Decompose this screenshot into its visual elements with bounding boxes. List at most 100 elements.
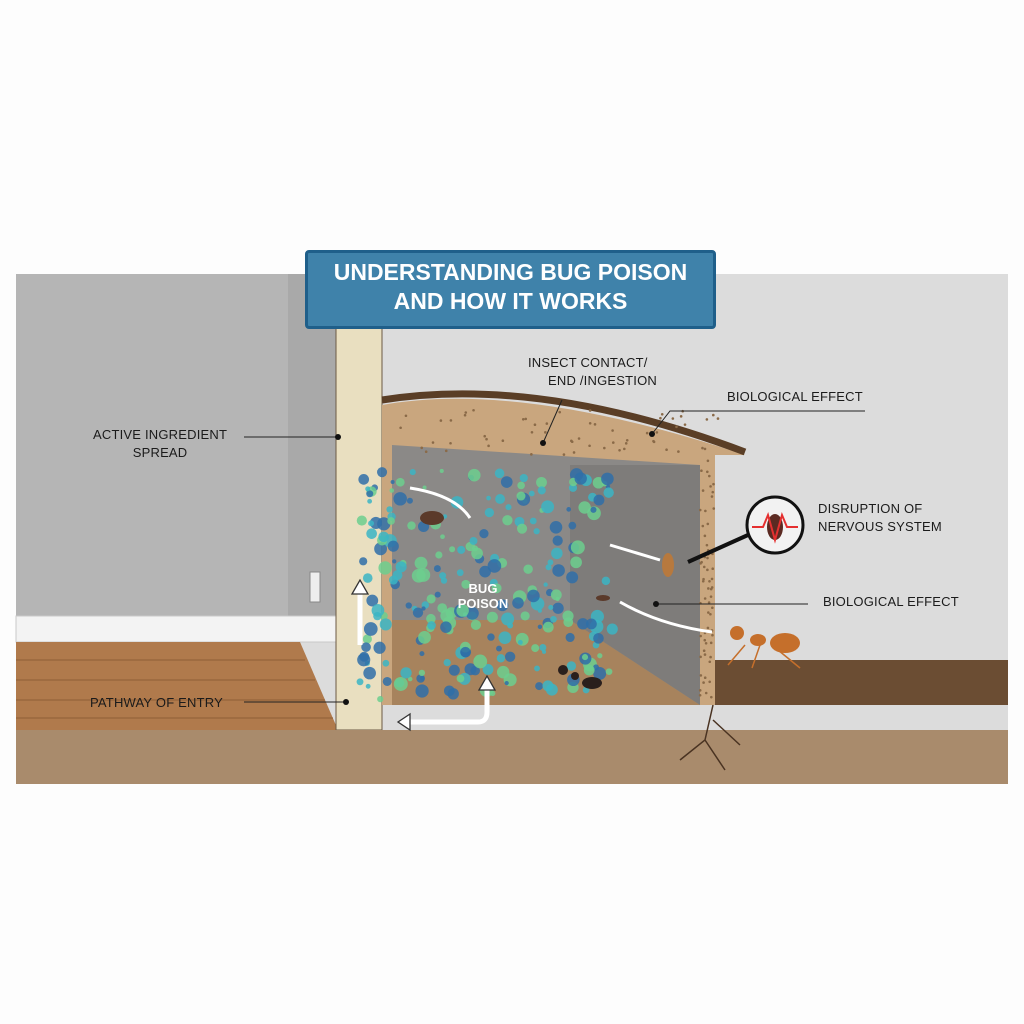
speckle — [665, 448, 668, 451]
speckle — [716, 417, 720, 420]
poison-particle — [551, 547, 563, 560]
poison-particle — [421, 606, 426, 611]
speckle — [703, 638, 707, 642]
label-line: DISRUPTION OF — [818, 501, 923, 516]
speckle — [652, 440, 656, 444]
speckle — [710, 586, 714, 589]
speckle — [483, 434, 487, 438]
speckle — [703, 597, 707, 600]
poison-particle — [378, 531, 389, 543]
speckle — [404, 414, 408, 418]
speckle — [711, 633, 714, 637]
poison-particle — [366, 528, 377, 539]
speckle — [562, 453, 566, 456]
speckle — [603, 446, 606, 450]
poison-particle — [552, 602, 564, 614]
poison-particle — [363, 622, 378, 636]
poison-particle — [414, 556, 428, 570]
title-line-1: UNDERSTANDING BUG POISON — [333, 259, 688, 285]
speckle — [487, 444, 490, 448]
poison-particle — [541, 649, 547, 654]
poison-particle — [426, 613, 436, 624]
speckle — [671, 417, 675, 420]
poison-particle — [449, 546, 456, 553]
speckle — [708, 579, 711, 583]
poison-particle — [378, 561, 392, 575]
poison-particle — [368, 520, 375, 527]
speckle — [706, 459, 710, 463]
poison-particle — [507, 622, 514, 629]
insects — [420, 511, 801, 689]
poison-particle — [374, 542, 388, 556]
poison-particle — [541, 500, 555, 514]
poison-particle — [601, 472, 614, 486]
speckle — [703, 676, 707, 680]
poison-particle — [486, 611, 498, 623]
poison-particle — [566, 661, 577, 671]
poison-particle — [536, 476, 547, 488]
poison-particle — [440, 534, 445, 540]
label-line: INSECT CONTACT/ — [528, 355, 648, 370]
poison-particle — [365, 683, 371, 689]
poison-particle — [469, 537, 478, 545]
poison-particle — [533, 528, 540, 535]
poison-particle — [583, 664, 595, 676]
poison-particle — [517, 481, 525, 490]
poison-particle — [373, 641, 386, 654]
poison-particle — [549, 521, 563, 534]
poison-particle — [537, 486, 546, 495]
arrow-to-insect — [609, 543, 661, 562]
speckle — [711, 567, 715, 571]
speckle — [431, 441, 435, 444]
speckle — [708, 680, 711, 684]
wall-corner-shade — [288, 274, 338, 624]
poison-particle — [537, 624, 543, 630]
poison-particle — [377, 467, 388, 478]
arrows — [357, 486, 713, 725]
poison-particle — [435, 551, 443, 559]
speckle — [712, 482, 715, 486]
poison-particle — [496, 665, 510, 679]
poison-particle — [500, 476, 513, 488]
speckle — [706, 626, 710, 630]
poison-particle — [496, 645, 502, 652]
poison-particle — [527, 589, 540, 603]
speckle — [698, 508, 702, 512]
poison-particle — [460, 646, 471, 658]
poison-particle — [550, 615, 557, 623]
poison-particle — [439, 468, 444, 473]
speckle — [701, 579, 705, 583]
speckle — [558, 410, 562, 414]
poison-particle — [552, 535, 563, 546]
arrow-corner-pathway — [405, 685, 490, 725]
poison-particle — [395, 477, 405, 487]
poison-particle — [501, 612, 515, 626]
poison-particle — [395, 561, 407, 573]
speckle — [704, 641, 708, 645]
poison-particle — [470, 619, 481, 631]
title-line-2: AND HOW IT WORKS — [393, 288, 628, 314]
poison-particle — [358, 474, 370, 485]
speckle — [707, 587, 710, 590]
left-wall — [16, 274, 338, 624]
speckle — [660, 412, 664, 416]
speckle — [699, 655, 702, 659]
label-line: POISON — [457, 596, 509, 611]
speckle — [624, 442, 628, 445]
speckle — [707, 611, 710, 614]
poison-particle — [365, 486, 371, 492]
speckle — [708, 660, 712, 664]
poison-particle — [456, 604, 469, 617]
poison-particle — [593, 633, 604, 644]
poison-particle — [482, 663, 494, 675]
speckle — [706, 470, 709, 474]
poison-particle — [426, 594, 436, 604]
poison-particle — [392, 559, 397, 564]
poison-particle — [528, 490, 535, 497]
poison-particle — [443, 658, 451, 667]
speckle — [703, 653, 707, 656]
soil — [715, 660, 1008, 705]
poison-particle — [356, 515, 367, 526]
speckle — [449, 419, 453, 422]
poison-particle — [467, 468, 481, 482]
